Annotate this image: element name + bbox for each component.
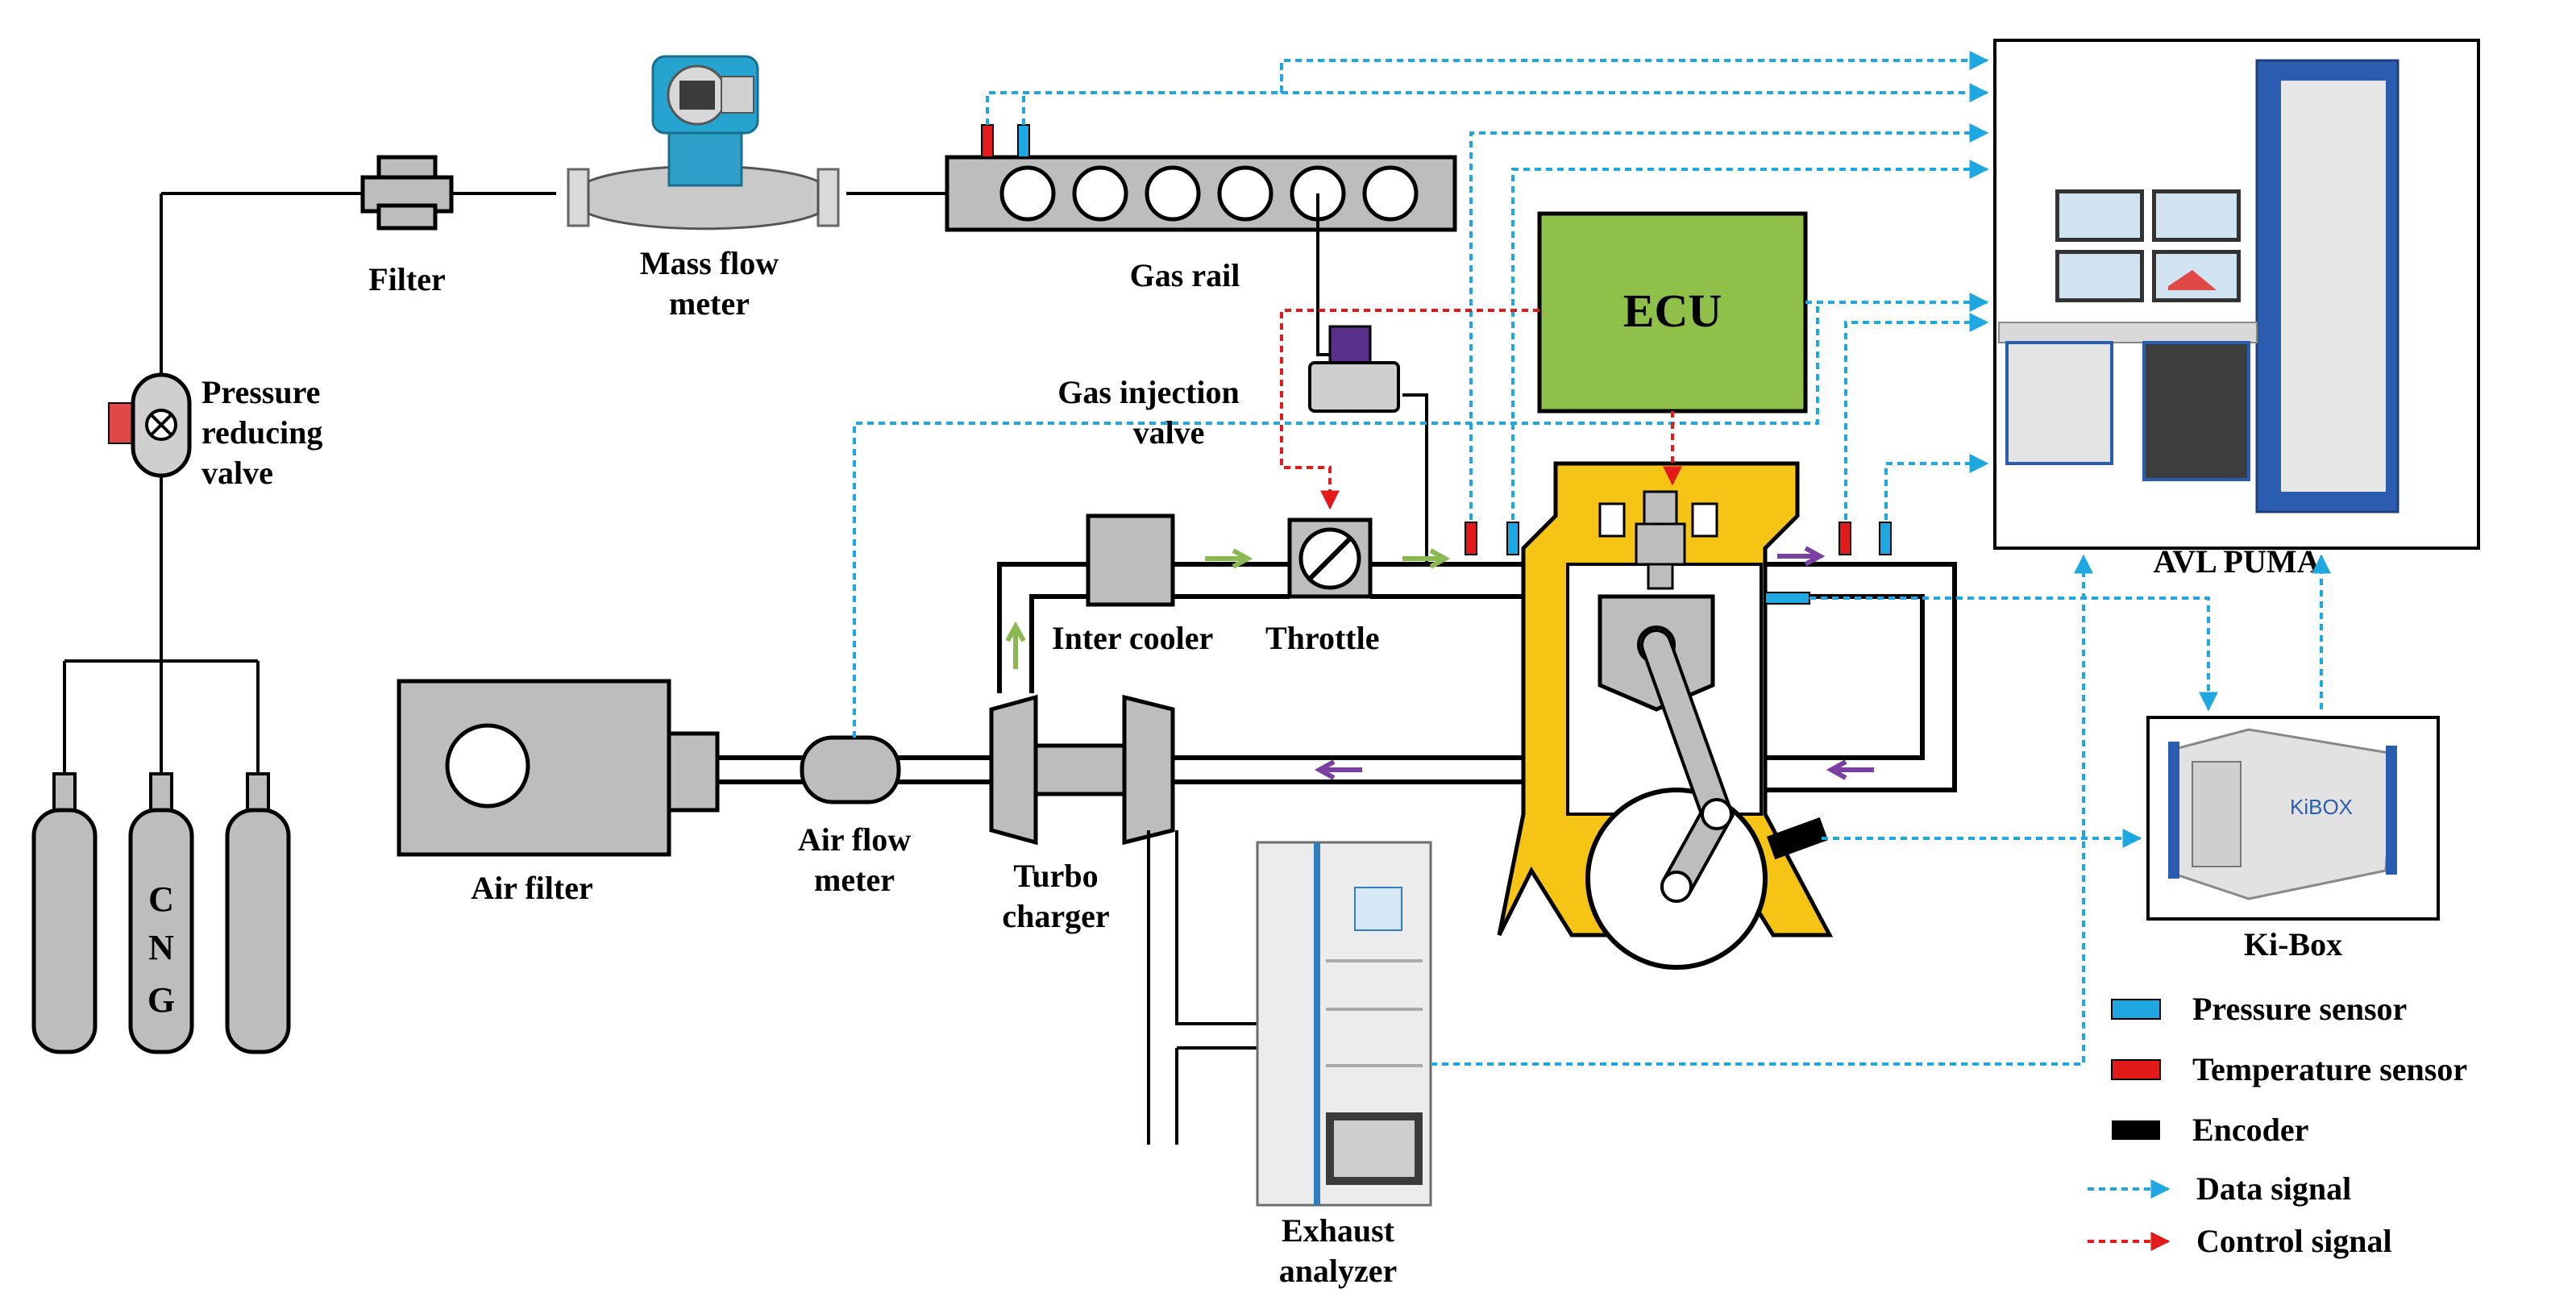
mass-flow-label-2: meter: [669, 285, 750, 322]
legend-encoder-swatch: [2112, 1120, 2160, 1140]
gas-supply-line: [63, 192, 947, 774]
avl-puma-label: AVL PUMA: [2153, 543, 2320, 580]
pressure-reducing-label-2: reducing: [202, 414, 322, 451]
pressure-reducing-valve: Pressure reducing valve: [108, 372, 322, 491]
turbo-charger: Turbo charger: [989, 694, 1175, 934]
kibox-brand-text: KiBOX: [2290, 795, 2353, 819]
gas-injection-label-1: Gas injection: [1057, 374, 1240, 410]
legend-encoder: Encoder: [2192, 1112, 2308, 1148]
cng-letter-g: G: [147, 980, 175, 1020]
legend: Pressure sensor Temperature sensor Encod…: [2088, 991, 2467, 1259]
cng-letter-c: C: [148, 879, 174, 919]
ki-box-label: Ki-Box: [2244, 926, 2342, 962]
encoder: [1766, 817, 1829, 860]
turbo-label-2: charger: [1002, 898, 1109, 934]
engine: [1497, 461, 1834, 970]
ki-box: KiBOX Ki-Box: [2146, 716, 2440, 962]
exhaust-flow-arrows: [1314, 546, 1874, 780]
inter-cooler: Inter cooler: [1052, 513, 1213, 656]
legend-temperature-swatch: [2111, 1059, 2161, 1080]
exhaust-analyzer-label-1: Exhaust: [1282, 1212, 1395, 1249]
rail-pressure-sensor: [1017, 124, 1030, 158]
ecu: ECU: [1537, 211, 1808, 414]
mass-flow-label-1: Mass flow: [640, 245, 779, 281]
gas-rail-label: Gas rail: [1130, 257, 1240, 293]
mass-flow-meter: Mass flow meter: [567, 55, 840, 322]
exhaust-analyzer: Exhaust analyzer: [1256, 841, 1432, 1289]
exhaust-analyzer-label-2: analyzer: [1279, 1253, 1398, 1289]
pressure-reducing-label-1: Pressure: [202, 374, 320, 410]
cng-cylinders: C N G: [31, 772, 291, 1054]
filter: Filter: [360, 155, 454, 297]
legend-data-signal: Data signal: [2196, 1170, 2351, 1207]
rail-temperature-sensor: [981, 124, 994, 158]
air-flow-label-2: meter: [814, 862, 895, 898]
air-filter-label: Air filter: [471, 870, 592, 906]
intake-flow-arrows: [1005, 548, 1451, 669]
data-signal-lines: [853, 51, 2331, 1066]
air-intake-line: [717, 562, 1556, 784]
legend-pressure-sensor: Pressure sensor: [2192, 991, 2407, 1027]
ecu-label: ECU: [1623, 285, 1722, 337]
gas-injection-valve: Gas injection valve: [1057, 193, 1428, 564]
avl-puma: AVL PUMA: [1993, 39, 2480, 580]
filter-label: Filter: [368, 261, 446, 297]
engine-sensors: [1465, 522, 1892, 605]
exhaust-line: [1147, 562, 1957, 1145]
legend-control-signal: Control signal: [2196, 1223, 2392, 1259]
gas-injection-label-2: valve: [1133, 414, 1205, 451]
inter-cooler-label: Inter cooler: [1052, 620, 1213, 656]
pressure-reducing-label-3: valve: [202, 455, 273, 491]
legend-temperature-sensor: Temperature sensor: [2192, 1051, 2467, 1087]
cng-letter-n: N: [148, 928, 174, 967]
air-flow-label-1: Air flow: [798, 821, 911, 858]
throttle: Throttle: [1265, 518, 1379, 656]
turbo-label-1: Turbo: [1013, 858, 1098, 894]
air-flow-meter: Air flow meter: [798, 735, 911, 898]
air-filter: Air filter: [397, 679, 720, 906]
control-signal-lines: [1280, 309, 1682, 510]
legend-pressure-swatch: [2111, 999, 2161, 1020]
gas-rail: Gas rail: [945, 124, 1457, 293]
throttle-label: Throttle: [1265, 620, 1379, 656]
